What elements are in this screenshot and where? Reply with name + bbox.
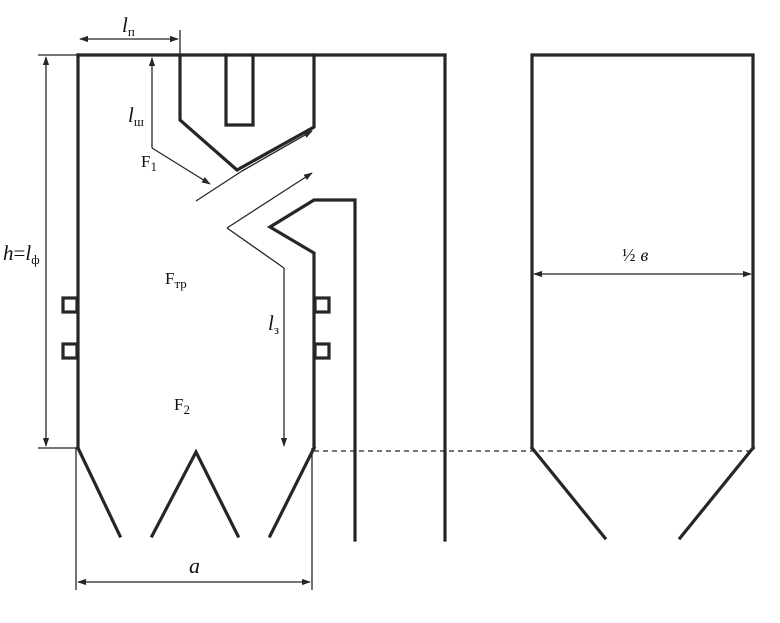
label-l-sh: lш (128, 103, 144, 129)
label-l-z: lз (268, 311, 279, 337)
hopper-middle-ridge (149, 448, 241, 539)
lsh-leader-line (151, 147, 211, 185)
burner-left-upper (61, 296, 79, 314)
front-view (61, 53, 447, 542)
screen-block (178, 53, 316, 172)
nose-dimension-line (241, 130, 313, 172)
label-l-p: lп (122, 13, 135, 39)
burner-slot (224, 53, 255, 127)
hopper-left-slope (75, 445, 123, 539)
label-h-lf: h=lф (3, 241, 40, 267)
side-hopper-right (677, 445, 756, 541)
label-F1: F1 (141, 152, 157, 174)
furnace-nose (266, 198, 357, 542)
side-hopper-left (529, 445, 608, 541)
nose-top-dimension (226, 172, 313, 229)
burner-right-lower (313, 342, 331, 360)
window-extension-line (195, 170, 243, 202)
dimension-lines (38, 30, 753, 590)
hopper-right-slope (267, 445, 317, 539)
burner-right-upper (313, 296, 331, 314)
label-a: a (189, 553, 200, 578)
label-F2: F2 (174, 395, 190, 417)
label-F-tr: Fтр (165, 269, 187, 291)
side-view-outline (530, 53, 755, 450)
burner-left-lower (61, 342, 79, 360)
nose-bottom-dimension (226, 227, 285, 269)
side-view (529, 53, 756, 541)
